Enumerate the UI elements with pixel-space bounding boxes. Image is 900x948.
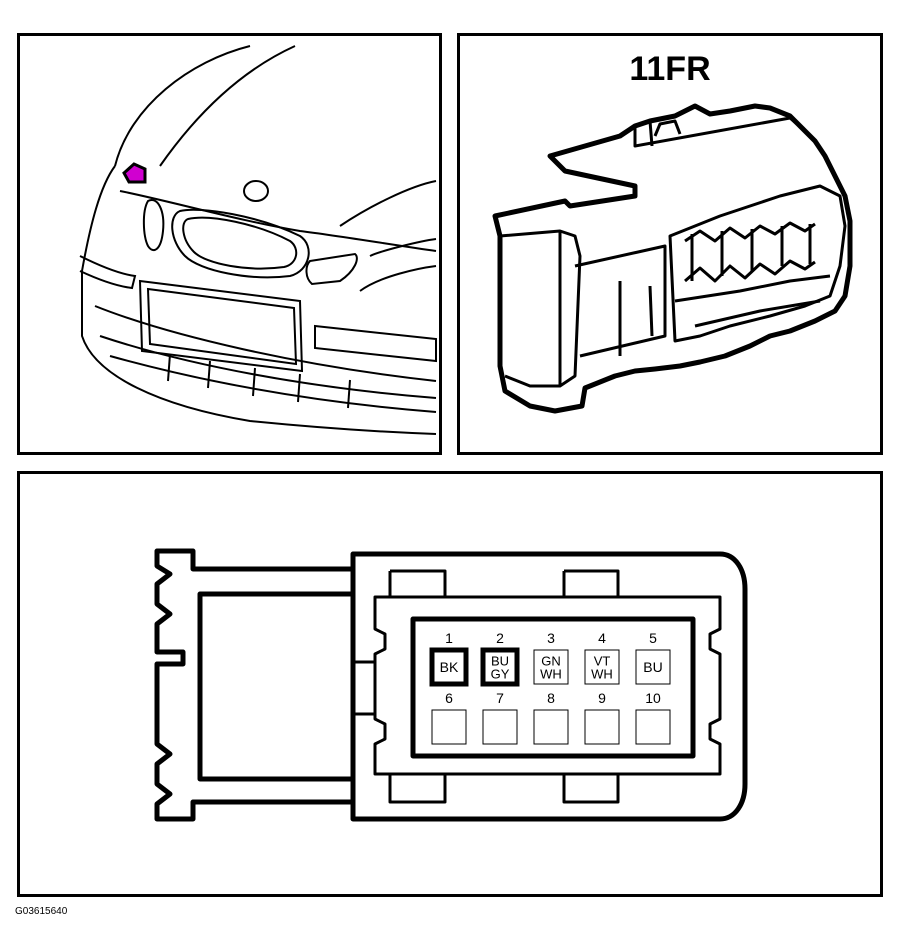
- pin-number-10: 10: [645, 690, 661, 706]
- pin-cavity-9: [584, 709, 620, 745]
- pin-number-1: 1: [445, 630, 453, 646]
- pin-number-2: 2: [496, 630, 504, 646]
- pin-cavity-8: [533, 709, 569, 745]
- pin-cavity-4: [584, 649, 620, 685]
- pin-number-8: 8: [547, 690, 555, 706]
- pin-number-7: 7: [496, 690, 504, 706]
- connector-title: 11FR: [629, 50, 711, 88]
- pin-cavity-5: [635, 649, 671, 685]
- location-marker-icon: [122, 162, 147, 184]
- pin-cavity-6: [431, 709, 467, 745]
- pin-wire-color-1: BK: [440, 659, 459, 675]
- pin-cavity-1: [429, 647, 469, 687]
- vehicle-location-panel: [17, 33, 442, 455]
- pin-cavity-3: [533, 649, 569, 685]
- pin-cavity-7: [482, 709, 518, 745]
- connector-view-panel: 11FR: [457, 33, 883, 455]
- pin-cavity-10: [635, 709, 671, 745]
- pin-cavity-2: [480, 647, 520, 687]
- vehicle-front-drawing: [79, 45, 437, 435]
- figure-id: G03615640: [15, 906, 68, 917]
- connector-isometric-drawing: [492, 103, 853, 414]
- pin-number-6: 6: [445, 690, 453, 706]
- pin-wire-color-5: BU: [643, 659, 662, 675]
- pin-number-4: 4: [598, 630, 606, 646]
- pin-number-3: 3: [547, 630, 555, 646]
- pin-number-5: 5: [649, 630, 657, 646]
- pin-number-9: 9: [598, 690, 606, 706]
